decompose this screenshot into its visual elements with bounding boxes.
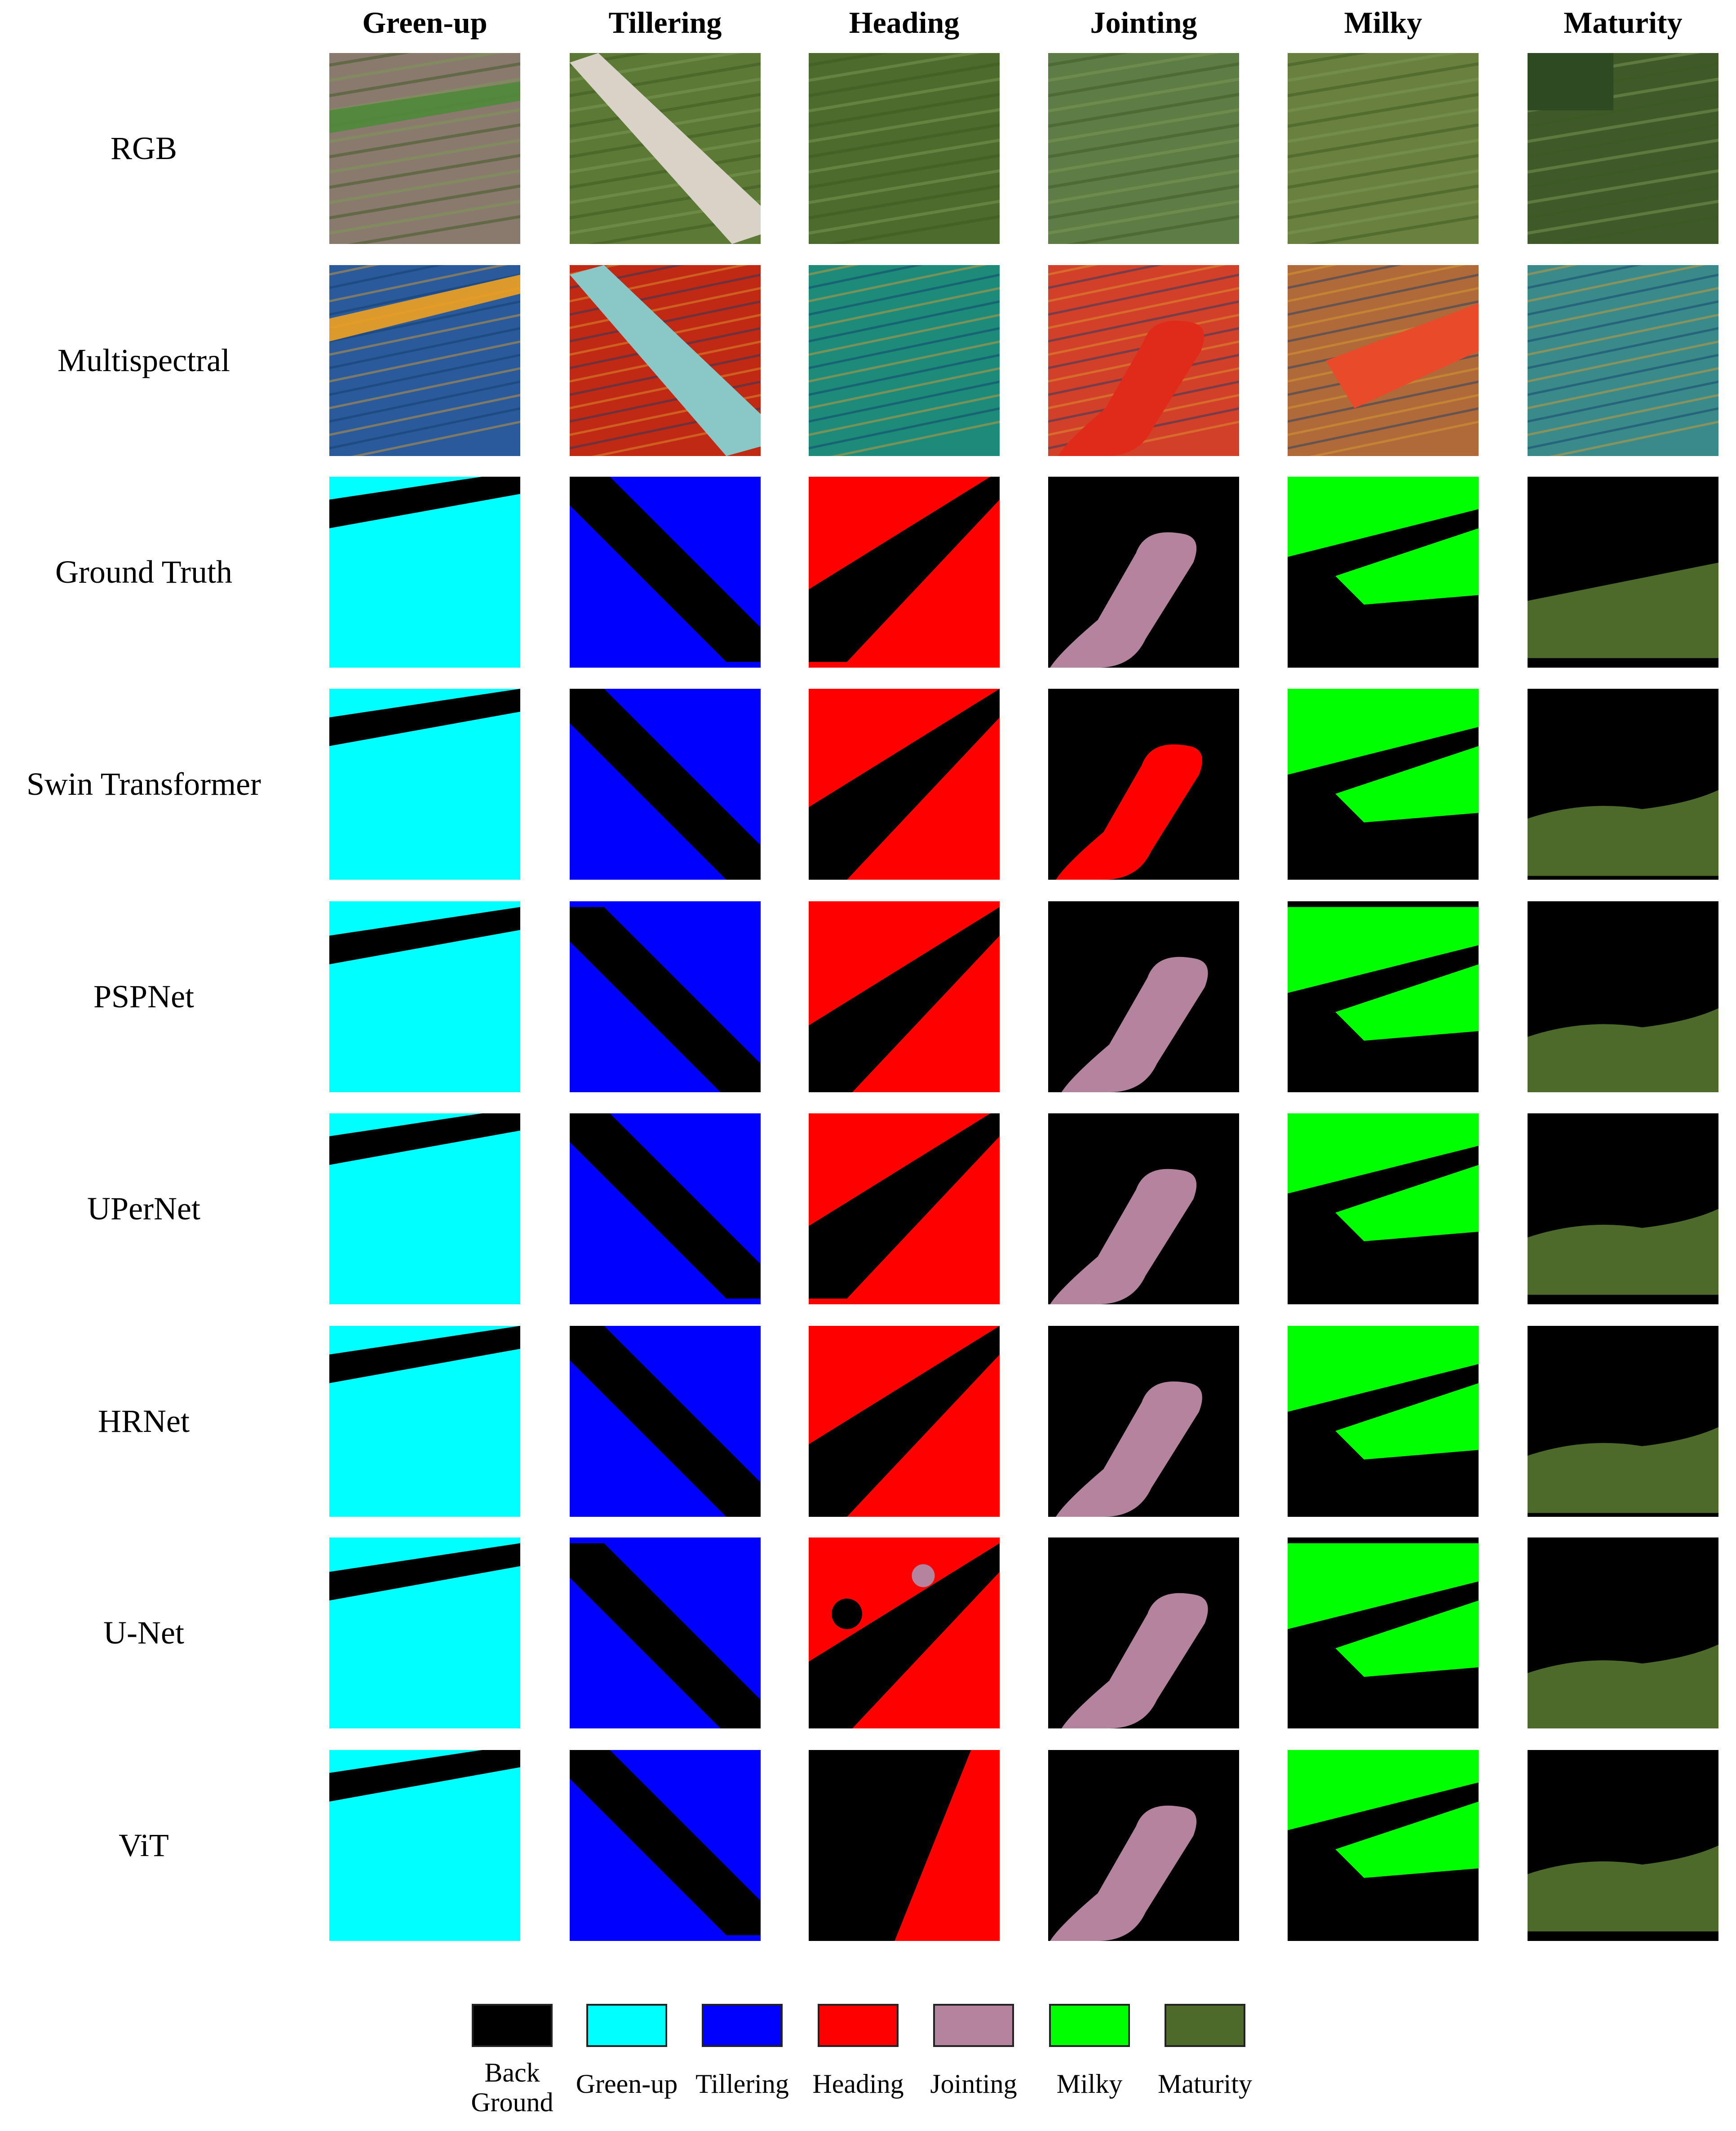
legend-label-4: Jointing bbox=[930, 2069, 1017, 2099]
tile-row0-col1 bbox=[570, 53, 761, 244]
legend-swatch-0 bbox=[472, 2004, 553, 2047]
tile-row5-col1 bbox=[570, 1113, 761, 1304]
tile-row5-col4 bbox=[1288, 1113, 1479, 1304]
column-header-2: Heading bbox=[849, 5, 960, 40]
tile-row2-col0 bbox=[329, 477, 520, 668]
tile-row0-col3 bbox=[1048, 53, 1239, 244]
column-header-5: Maturity bbox=[1563, 5, 1683, 40]
tile-row8-col2 bbox=[809, 1750, 1000, 1941]
tile-row5-col3 bbox=[1048, 1113, 1239, 1304]
tile-row6-col0 bbox=[329, 1326, 520, 1517]
tile-row0-col2 bbox=[809, 53, 1000, 244]
row-label-5: UPerNet bbox=[87, 1190, 200, 1227]
tile-row8-col4 bbox=[1288, 1750, 1479, 1941]
tile-row3-col3 bbox=[1048, 689, 1239, 880]
column-header-4: Milky bbox=[1344, 5, 1422, 40]
tile-row3-col1 bbox=[570, 689, 761, 880]
legend-label-6: Maturity bbox=[1158, 2069, 1252, 2099]
tile-row6-col5 bbox=[1528, 1326, 1718, 1517]
tile-row1-col2 bbox=[809, 265, 1000, 456]
tile-row6-col4 bbox=[1288, 1326, 1479, 1517]
legend-label-0: Back Ground bbox=[471, 2058, 554, 2117]
tile-row8-col0 bbox=[329, 1750, 520, 1941]
tile-row5-col0 bbox=[329, 1113, 520, 1304]
tile-row1-col1 bbox=[570, 265, 761, 456]
tile-row8-col5 bbox=[1528, 1750, 1718, 1941]
row-label-8: ViT bbox=[119, 1827, 169, 1863]
legend-label-5: Milky bbox=[1056, 2069, 1123, 2099]
legend-swatch-6 bbox=[1165, 2004, 1245, 2047]
legend-label-3: Heading bbox=[812, 2069, 904, 2099]
row-label-3: Swin Transformer bbox=[26, 766, 261, 802]
legend-swatch-5 bbox=[1049, 2004, 1130, 2047]
tile-row4-col3 bbox=[1048, 901, 1239, 1092]
legend-swatch-3 bbox=[818, 2004, 899, 2047]
tile-row0-col5 bbox=[1528, 53, 1718, 244]
legend-swatch-2 bbox=[702, 2004, 783, 2047]
tile-row8-col3 bbox=[1048, 1750, 1239, 1941]
tile-row7-col5 bbox=[1528, 1537, 1718, 1728]
tile-row7-col2 bbox=[809, 1537, 1000, 1728]
tile-row7-col1 bbox=[570, 1537, 761, 1728]
column-header-0: Green-up bbox=[362, 5, 487, 40]
tile-row4-col2 bbox=[809, 901, 1000, 1092]
tile-row2-col3 bbox=[1048, 477, 1239, 668]
tile-row6-col3 bbox=[1048, 1326, 1239, 1517]
row-label-0: RGB bbox=[110, 130, 177, 166]
tile-row2-col1 bbox=[570, 477, 761, 668]
tile-row3-col4 bbox=[1288, 689, 1479, 880]
row-label-7: U-Net bbox=[103, 1614, 184, 1651]
tile-row2-col4 bbox=[1288, 477, 1479, 668]
legend-label-1: Green-up bbox=[576, 2069, 678, 2099]
tile-row7-col3 bbox=[1048, 1537, 1239, 1728]
legend-swatch-1 bbox=[586, 2004, 667, 2047]
tile-row1-col5 bbox=[1528, 265, 1718, 456]
tile-row3-col2 bbox=[809, 689, 1000, 880]
column-header-3: Jointing bbox=[1090, 5, 1197, 40]
tile-row1-col3 bbox=[1048, 265, 1239, 456]
tile-row2-col5 bbox=[1528, 477, 1718, 668]
legend-swatch-4 bbox=[933, 2004, 1014, 2047]
column-header-1: Tillering bbox=[608, 5, 722, 40]
tile-row4-col5 bbox=[1528, 901, 1718, 1092]
tile-row3-col5 bbox=[1528, 689, 1718, 880]
tile-row1-col4 bbox=[1288, 265, 1479, 456]
row-label-4: PSPNet bbox=[93, 978, 195, 1015]
tile-row6-col1 bbox=[570, 1326, 761, 1517]
tile-row1-col0 bbox=[329, 265, 520, 456]
tile-row5-col2 bbox=[809, 1113, 1000, 1304]
tile-row7-col4 bbox=[1288, 1537, 1479, 1728]
tile-row0-col0 bbox=[329, 53, 520, 244]
tile-row4-col4 bbox=[1288, 901, 1479, 1092]
legend-label-2: Tillering bbox=[695, 2069, 789, 2099]
row-label-2: Ground Truth bbox=[55, 554, 233, 590]
tile-row3-col0 bbox=[329, 689, 520, 880]
row-label-6: HRNet bbox=[98, 1403, 190, 1439]
tile-row0-col4 bbox=[1288, 53, 1479, 244]
tile-row2-col2 bbox=[809, 477, 1000, 668]
tile-row4-col0 bbox=[329, 901, 520, 1092]
tile-row5-col5 bbox=[1528, 1113, 1718, 1304]
row-label-1: Multispectral bbox=[58, 342, 230, 378]
tile-row6-col2 bbox=[809, 1326, 1000, 1517]
tile-row8-col1 bbox=[570, 1750, 761, 1941]
tile-row4-col1 bbox=[570, 901, 761, 1092]
tile-row7-col0 bbox=[329, 1537, 520, 1728]
